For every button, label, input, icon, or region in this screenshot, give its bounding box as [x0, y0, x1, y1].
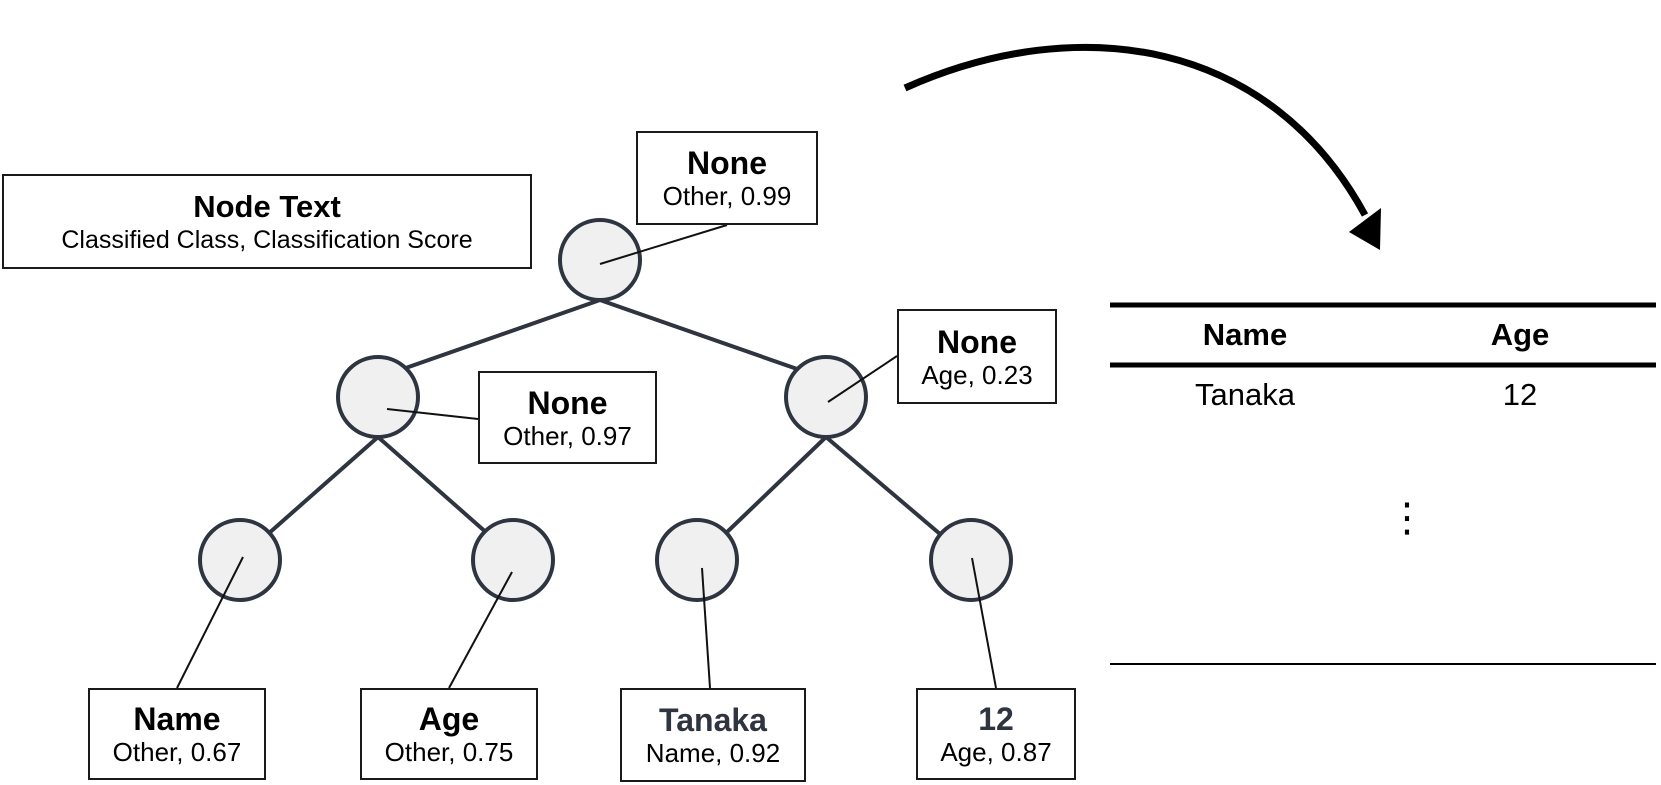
- node-score: Age, 0.87: [940, 737, 1052, 767]
- node-label-right-left: Tanaka Name, 0.92: [620, 688, 806, 782]
- tree-node-left-right: [471, 518, 555, 602]
- node-label-left-left: Name Other, 0.67: [88, 688, 266, 780]
- node-score: Other, 0.75: [384, 737, 514, 767]
- arrowhead-icon: [1349, 208, 1381, 250]
- node-score: Name, 0.92: [645, 738, 781, 768]
- node-text: Name: [133, 701, 221, 737]
- node-label-root: None Other, 0.99: [636, 131, 818, 225]
- table-cell-name: Tanaka: [1195, 377, 1295, 412]
- tree-node-right: [784, 355, 868, 439]
- tree-node-left-left: [198, 518, 282, 602]
- table-cell-age: 12: [1502, 377, 1538, 412]
- tree-node-root: [558, 218, 642, 302]
- node-score: Age, 0.23: [921, 359, 1033, 390]
- node-label-left: None Other, 0.97: [478, 371, 657, 464]
- node-score: Other, 0.97: [503, 420, 632, 451]
- node-score: Other, 0.99: [662, 181, 792, 211]
- node-text: None: [687, 145, 767, 181]
- legend-subtitle: Classified Class, Classification Score: [61, 225, 473, 254]
- tree-edges: [266, 298, 942, 536]
- legend-box: Node Text Classified Class, Classificati…: [2, 174, 532, 269]
- node-label-left-right: Age Other, 0.75: [360, 688, 538, 780]
- callout-lines: [176, 224, 997, 689]
- table-ellipsis: ⋮: [1387, 496, 1427, 540]
- table-rules: [1110, 302, 1656, 665]
- tree-node-right-right: [929, 518, 1013, 602]
- tree-node-right-left: [655, 518, 739, 602]
- node-text: Age: [418, 701, 480, 737]
- tree-node-left: [336, 355, 420, 439]
- legend-title: Node Text: [193, 188, 341, 224]
- node-text: None: [937, 323, 1017, 360]
- node-score: Other, 0.67: [112, 737, 242, 767]
- node-label-right: None Age, 0.23: [897, 309, 1057, 404]
- node-text: 12: [978, 701, 1014, 737]
- table-header-age: Age: [1490, 317, 1550, 352]
- node-text: None: [527, 384, 608, 421]
- node-label-right-right: 12 Age, 0.87: [916, 688, 1076, 780]
- curved-arrow: [903, 43, 1369, 217]
- node-text: Tanaka: [659, 702, 767, 738]
- table-header-name: Name: [1202, 317, 1288, 352]
